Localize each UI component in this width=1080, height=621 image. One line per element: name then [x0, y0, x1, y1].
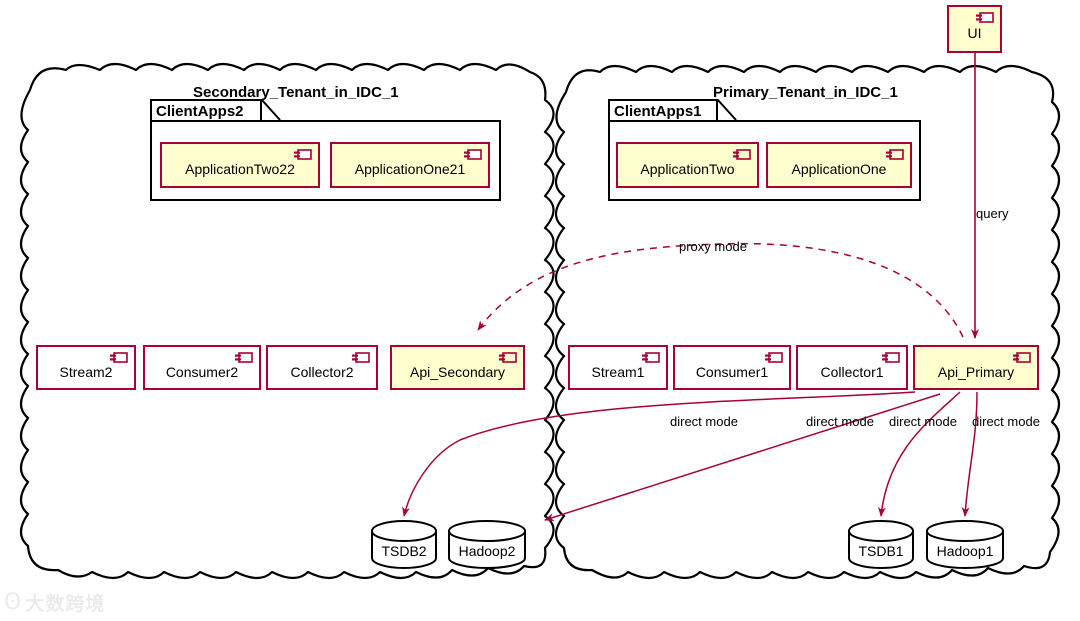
edge-direct-hadoop1 — [961, 391, 978, 517]
component-applicationone[interactable]: ApplicationOne — [766, 142, 912, 188]
component-label: ApplicationTwo22 — [185, 161, 295, 177]
component-icon — [886, 149, 904, 160]
component-label: ApplicationOne — [791, 161, 887, 177]
edge-proxy-mode — [477, 242, 964, 338]
component-applicationtwo[interactable]: ApplicationTwo — [616, 142, 759, 188]
component-api-primary[interactable]: Api_Primary — [913, 345, 1039, 390]
component-icon — [110, 352, 128, 363]
edge-label-proxy-mode: proxy mode — [679, 239, 747, 254]
edge-label-query: query — [976, 206, 1009, 221]
component-label: Api_Secondary — [410, 363, 505, 380]
component-consumer2[interactable]: Consumer2 — [143, 345, 261, 390]
component-applicationtwo22[interactable]: ApplicationTwo22 — [160, 142, 320, 188]
database-hadoop2 — [448, 520, 526, 569]
component-label: Consumer1 — [695, 363, 769, 380]
component-ui[interactable]: UI — [947, 5, 1002, 53]
edge-direct-tsdb1 — [877, 391, 961, 517]
edge-label-direct-mode-hadoop1: direct mode — [972, 414, 1040, 429]
database-label-hadoop1: Hadoop1 — [936, 543, 994, 559]
component-label: Collector2 — [290, 363, 354, 380]
component-consumer1[interactable]: Consumer1 — [673, 345, 791, 390]
watermark: ʘ 大数跨境 — [4, 586, 154, 618]
component-icon — [642, 352, 660, 363]
database-tsdb2 — [371, 520, 437, 569]
component-icon — [352, 352, 370, 363]
component-icon — [976, 12, 994, 23]
edge-direct-tsdb2 — [402, 391, 916, 517]
database-tsdb1 — [848, 520, 914, 569]
cloud-title-secondary: Secondary_Tenant_in_IDC_1 — [193, 84, 399, 101]
component-icon — [733, 149, 751, 160]
watermark-text: 大数跨境 — [25, 593, 106, 615]
watermark-logo: ʘ — [4, 589, 22, 615]
frame-label-text: ClientApps1 — [614, 102, 702, 120]
database-label-tsdb1: TSDB1 — [858, 543, 904, 559]
component-stream2[interactable]: Stream2 — [36, 345, 136, 390]
database-hadoop1 — [926, 520, 1004, 569]
cloud-title-primary: Primary_Tenant_in_IDC_1 — [713, 84, 898, 101]
component-collector1[interactable]: Collector1 — [796, 345, 908, 390]
component-collector2[interactable]: Collector2 — [266, 345, 378, 390]
component-icon — [1013, 352, 1031, 363]
component-icon — [235, 352, 253, 363]
component-label: UI — [967, 25, 982, 41]
edge-direct-hadoop2 — [544, 393, 941, 522]
database-label-tsdb2: TSDB2 — [381, 543, 427, 559]
component-icon — [499, 352, 517, 363]
frame-tab-bevel-clientapps2 — [260, 99, 281, 121]
component-icon — [294, 149, 312, 160]
component-label: Stream2 — [59, 363, 113, 380]
edge-label-direct-mode-hadoop2: direct mode — [806, 414, 874, 429]
frame-label-clientapps1: ClientApps1 — [608, 99, 718, 121]
frame-tab-bevel-clientapps1 — [716, 99, 737, 121]
component-label: Consumer2 — [165, 363, 239, 380]
component-stream1[interactable]: Stream1 — [568, 345, 668, 390]
component-api-secondary[interactable]: Api_Secondary — [390, 345, 525, 390]
frame-label-clientapps2: ClientApps2 — [150, 99, 262, 121]
frame-label-text: ClientApps2 — [156, 102, 244, 120]
component-icon — [765, 352, 783, 363]
component-icon — [464, 149, 482, 160]
component-icon — [882, 352, 900, 363]
edge-label-direct-mode-tsdb1: direct mode — [889, 414, 957, 429]
component-label: Api_Primary — [937, 363, 1015, 380]
database-label-hadoop2: Hadoop2 — [458, 543, 516, 559]
component-label: Stream1 — [591, 363, 645, 380]
component-label: Collector1 — [820, 363, 884, 380]
component-label: ApplicationTwo — [640, 161, 735, 177]
edge-label-direct-mode-tsdb2: direct mode — [670, 414, 738, 429]
component-applicationone21[interactable]: ApplicationOne21 — [330, 142, 490, 188]
component-label: ApplicationOne21 — [354, 161, 466, 177]
